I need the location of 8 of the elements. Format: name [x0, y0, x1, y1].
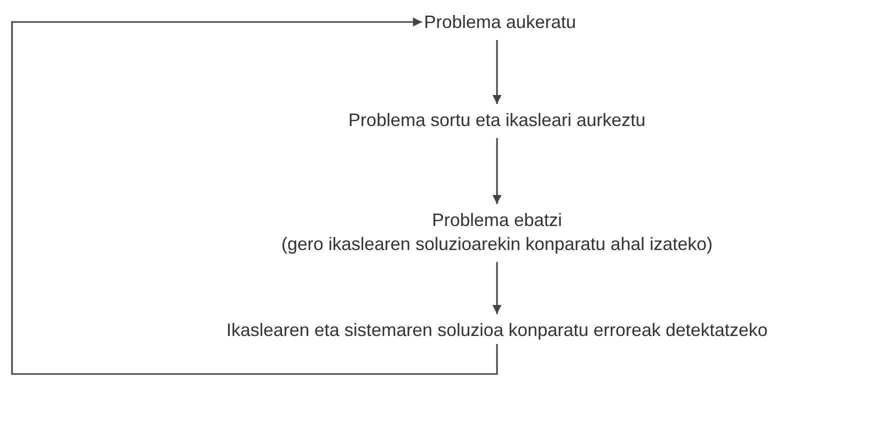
- step-text: Problema sortu eta ikasleari aurkeztu: [348, 108, 646, 132]
- step-text: Ikaslearen eta sistemaren soluzioa konparatu erroreak detektatzeko: [226, 318, 768, 342]
- step-text: Problema ebatzi (gero ikaslearen soluzioarekin konparatu ahal izateko): [281, 208, 713, 256]
- arrow: [11, 18, 498, 375]
- arrow: [492, 138, 502, 204]
- arrow: [492, 262, 502, 314]
- step-text: Problema aukeratu: [424, 10, 576, 34]
- arrow: [492, 40, 502, 104]
